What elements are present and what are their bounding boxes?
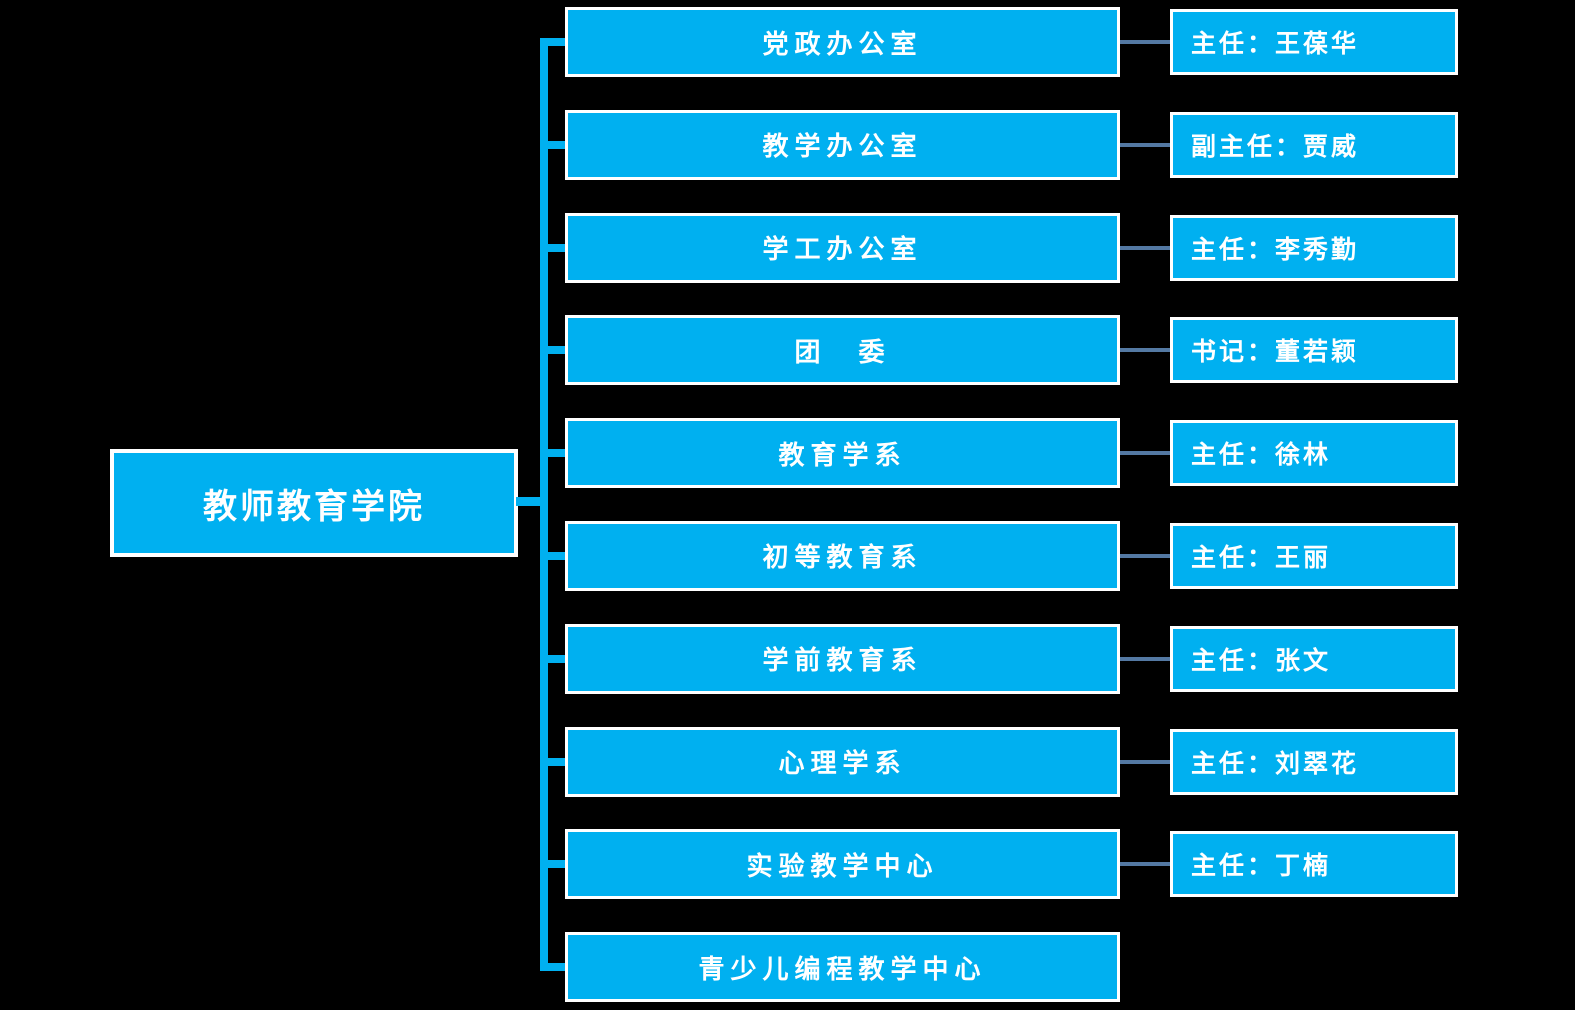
- org-row: 学前教育系 主任：张文: [540, 623, 1460, 694]
- department-box: 学前教育系: [565, 623, 1120, 694]
- leader-label: 主任：李秀勤: [1191, 235, 1360, 264]
- org-row: 青少儿编程教学中心: [540, 932, 1460, 1003]
- leader-box: 主任：丁楠: [1170, 831, 1458, 898]
- leader-connector-line: [1120, 142, 1170, 147]
- leader-connector-line: [1120, 348, 1170, 353]
- leader-box: 主任：刘翠花: [1170, 728, 1458, 795]
- org-row: 教育学系 主任：徐林: [540, 418, 1460, 489]
- branch-line: [540, 551, 566, 560]
- leader-connector-line: [1120, 656, 1170, 661]
- leader-connector-line: [1120, 451, 1170, 456]
- org-row: 教学办公室 副主任：贾威: [540, 109, 1460, 180]
- department-label: 初等教育系: [762, 542, 923, 573]
- leader-connector-line: [1120, 862, 1170, 867]
- department-box: 团 委: [565, 315, 1120, 386]
- department-box: 初等教育系: [565, 520, 1120, 591]
- leader-connector-line: [1120, 245, 1170, 250]
- root-node: 教师教育学院: [110, 449, 518, 557]
- root-node-label: 教师教育学院: [203, 487, 425, 526]
- department-box: 实验教学中心: [565, 829, 1120, 900]
- branch-line: [540, 757, 566, 766]
- org-row: 实验教学中心 主任：丁楠: [540, 829, 1460, 900]
- leader-box: 主任：张文: [1170, 625, 1458, 692]
- leader-box: 主任：王丽: [1170, 522, 1458, 589]
- leader-label: 主任：刘翠花: [1191, 749, 1360, 778]
- org-row: 初等教育系 主任：王丽: [540, 520, 1460, 591]
- branch-line: [540, 449, 566, 458]
- branch-line: [540, 140, 566, 149]
- department-box: 心理学系: [565, 726, 1120, 797]
- leader-label: 主任：王葆华: [1191, 30, 1360, 58]
- leader-box: 副主任：贾威: [1170, 111, 1458, 178]
- department-label: 实验教学中心: [746, 850, 939, 881]
- branch-line: [540, 860, 566, 869]
- leader-label: 主任：张文: [1191, 646, 1332, 675]
- department-label: 心理学系: [778, 748, 907, 779]
- department-label: 教育学系: [778, 439, 907, 470]
- leader-label: 主任：徐林: [1191, 441, 1332, 470]
- branch-line: [540, 38, 566, 46]
- leader-box: 主任：徐林: [1170, 420, 1458, 487]
- department-label: 学工办公室: [762, 234, 923, 265]
- department-box: 青少儿编程教学中心: [565, 932, 1120, 1003]
- department-label: 教学办公室: [762, 131, 923, 162]
- department-box: 党政办公室: [565, 7, 1120, 77]
- branch-line: [540, 243, 566, 252]
- org-row: 团 委 书记：董若颖: [540, 315, 1460, 386]
- department-label: 党政办公室: [762, 28, 923, 59]
- leader-connector-line: [1120, 40, 1170, 44]
- branch-line: [540, 963, 566, 972]
- department-label: 学前教育系: [762, 645, 923, 676]
- rows: 党政办公室 主任：王葆华 教学办公室 副主任：贾威 学工办公室: [540, 7, 1460, 1003]
- leader-label: 副主任：贾威: [1191, 132, 1360, 161]
- department-box: 学工办公室: [565, 212, 1120, 283]
- department-label: 团 委: [794, 336, 891, 367]
- root-connector-line: [516, 497, 544, 506]
- branch-line: [540, 346, 566, 355]
- org-row: 心理学系 主任：刘翠花: [540, 726, 1460, 797]
- branch-line: [540, 654, 566, 663]
- org-row: 学工办公室 主任：李秀勤: [540, 212, 1460, 283]
- leader-connector-line: [1120, 553, 1170, 558]
- department-box: 教育学系: [565, 418, 1120, 489]
- leader-connector-line: [1120, 759, 1170, 764]
- leader-box: 书记：董若颖: [1170, 317, 1458, 384]
- leader-label: 主任：丁楠: [1191, 852, 1332, 881]
- leader-label: 主任：王丽: [1191, 543, 1332, 572]
- org-row: 党政办公室 主任：王葆华: [540, 7, 1460, 77]
- leader-box: 主任：李秀勤: [1170, 214, 1458, 281]
- leader-box: 主任：王葆华: [1170, 9, 1458, 75]
- department-box: 教学办公室: [565, 109, 1120, 180]
- department-label: 青少儿编程教学中心: [698, 953, 987, 984]
- tree-trunk-line: [540, 42, 548, 971]
- leader-label: 书记：董若颖: [1191, 338, 1360, 367]
